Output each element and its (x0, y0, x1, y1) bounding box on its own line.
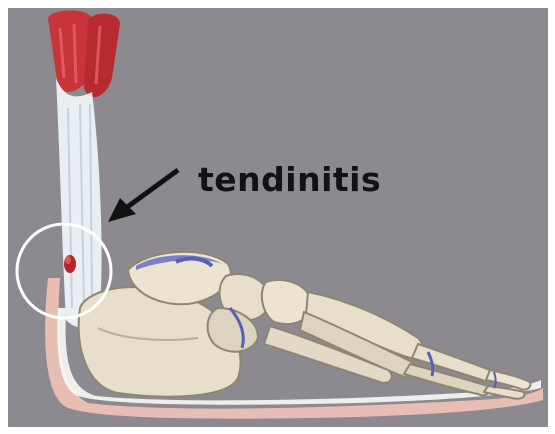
pointer-arrow (108, 170, 178, 222)
achilles-tendon (56, 78, 102, 327)
foot-anatomy-illustration (8, 8, 548, 427)
illustration-panel: tendinitis (8, 8, 548, 427)
tendinitis-label: tendinitis (198, 160, 381, 199)
toe-phalanges (404, 344, 530, 399)
